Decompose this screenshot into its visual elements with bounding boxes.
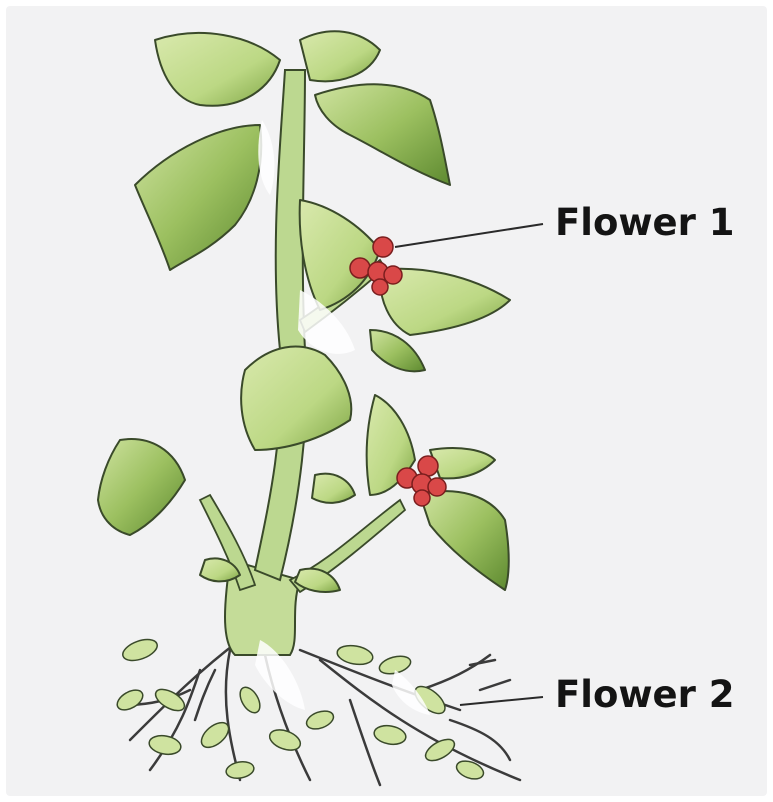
flower-1-label: Flower 1 (555, 204, 735, 241)
flower-1-leader-line (395, 224, 543, 247)
flower-2-label: Flower 2 (555, 676, 735, 713)
flower-2-leader-line (460, 697, 543, 705)
